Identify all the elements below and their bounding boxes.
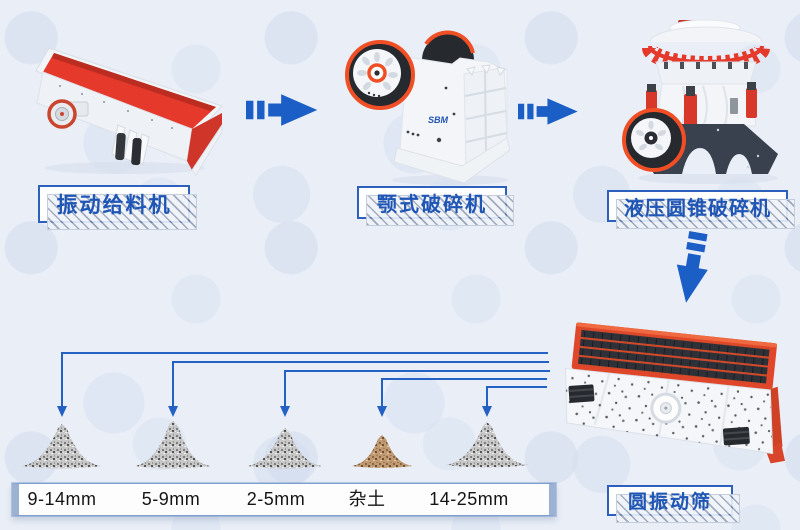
flow-arrow-right-icon bbox=[518, 98, 578, 125]
output-size-label: 5-9mm bbox=[141, 489, 201, 509]
label-jaw-crusher: 颚式破碎机 bbox=[357, 186, 514, 226]
sbm-logo: SBM bbox=[428, 115, 449, 125]
vibrating-feeder-image bbox=[35, 47, 223, 176]
label-text: 颚式破碎机 bbox=[377, 194, 487, 216]
pile-2-5mm bbox=[248, 428, 322, 469]
output-size-label: 杂土 bbox=[348, 489, 386, 509]
cone-crusher-image bbox=[622, 19, 778, 184]
pile-5-9mm bbox=[135, 421, 211, 469]
flow-arrow-right-icon bbox=[246, 94, 318, 126]
label-text: 振动给料机 bbox=[56, 194, 172, 217]
label-text: 液压圆锥破碎机 bbox=[624, 197, 771, 220]
output-sizes-bar: 9-14mm 5-9mm 2-5mm 杂土 14-25mm bbox=[12, 483, 556, 516]
output-size-label: 9-14mm bbox=[27, 489, 97, 509]
label-vibrating-feeder: 振动给料机 bbox=[38, 185, 197, 230]
pile-soil bbox=[352, 435, 412, 468]
pile-14-25mm bbox=[446, 422, 528, 468]
label-text: 圆振动筛 bbox=[627, 492, 712, 513]
pile-9-14mm bbox=[22, 424, 102, 469]
down-arrowheads bbox=[57, 406, 492, 417]
output-size-label: 14-25mm bbox=[429, 489, 509, 509]
label-cone-crusher: 液压圆锥破碎机 bbox=[607, 190, 795, 229]
flow-arrow-down-icon bbox=[676, 230, 708, 303]
vibrating-screen-image bbox=[564, 322, 785, 464]
label-vibrating-screen: 圆振动筛 bbox=[607, 485, 740, 523]
jaw-crusher-image: SBM bbox=[345, 30, 511, 185]
output-size-label: 2-5mm bbox=[246, 489, 306, 509]
aggregate-piles bbox=[22, 421, 528, 469]
